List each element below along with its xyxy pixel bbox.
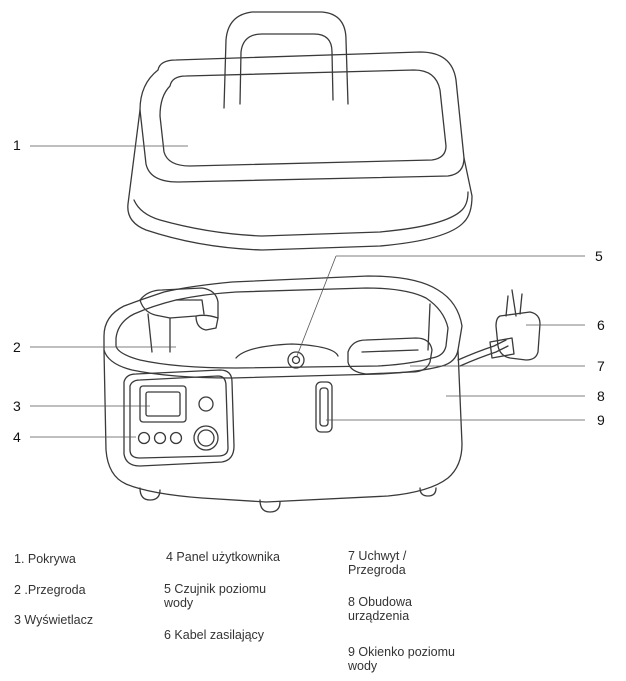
callout-9: 9	[597, 412, 605, 428]
callout-1: 1	[13, 137, 21, 153]
callout-6: 6	[597, 317, 605, 333]
lid	[127, 11, 473, 251]
lid-handle	[223, 11, 349, 109]
power-cable	[457, 339, 507, 361]
base-foot-center	[259, 499, 281, 513]
display	[139, 385, 187, 423]
base-foot-left	[139, 487, 161, 501]
base-body	[103, 349, 463, 503]
legend-item-7: 7 Uchwyt / Przegroda	[348, 549, 407, 577]
panel-button-3	[169, 431, 183, 445]
sensor-pad	[235, 343, 339, 359]
callout-5: 5	[595, 248, 603, 264]
base-foot-right	[419, 487, 437, 497]
partition	[139, 287, 219, 353]
right-handle	[347, 337, 433, 375]
legend-item-4: 4 Panel użytkownika	[166, 550, 280, 564]
water-sensor	[287, 351, 305, 369]
legend-item-2: 2 .Przegroda	[14, 583, 86, 597]
panel-knob	[193, 425, 219, 451]
legend-item-3: 3 Wyświetlacz	[14, 613, 94, 627]
base-rim	[103, 275, 463, 379]
legend-item-6: 6 Kabel zasilający	[164, 628, 265, 642]
callout-2: 2	[13, 339, 21, 355]
legend-item-8: 8 Obudowa urządzenia	[348, 595, 412, 623]
legend-item-9: 9 Okienko poziomu wody	[348, 645, 456, 673]
lid-skirt	[127, 109, 473, 251]
leader-lines	[30, 145, 585, 438]
callout-4: 4	[13, 429, 21, 445]
callout-8: 8	[597, 388, 605, 404]
water-window	[315, 381, 333, 433]
panel-button-power	[198, 396, 214, 412]
callout-7: 7	[597, 358, 605, 374]
panel-button-2	[153, 431, 167, 445]
control-panel	[123, 369, 235, 467]
base	[103, 275, 541, 513]
legend-item-5: 5 Czujnik poziomu wody	[164, 582, 267, 610]
power-plug	[495, 311, 541, 361]
panel-button-1	[137, 431, 151, 445]
legend-item-1: 1. Pokrywa	[14, 552, 76, 566]
callout-3: 3	[13, 398, 21, 414]
lid-top	[139, 51, 465, 183]
